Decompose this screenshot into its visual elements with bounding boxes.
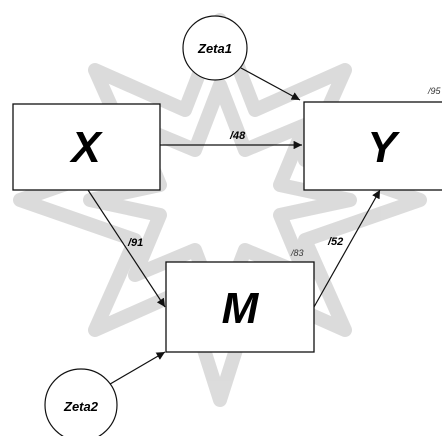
- node-x-label: X: [68, 123, 103, 172]
- coef-m-to-y: /52: [327, 236, 343, 248]
- node-zeta1: Zeta1: [182, 15, 248, 81]
- node-m: M /83: [165, 248, 315, 353]
- node-y: Y /95: [303, 86, 442, 191]
- node-zeta2: Zeta2: [44, 368, 118, 436]
- coef-x-to-y: /48: [229, 130, 246, 142]
- node-y-r2: /95: [427, 86, 442, 96]
- coef-x-to-m: /91: [127, 237, 143, 249]
- node-x: X: [12, 103, 161, 191]
- edge-m-to-y: [313, 189, 381, 308]
- edge-zeta2-to-m: [104, 351, 166, 388]
- node-m-label: M: [222, 284, 260, 333]
- node-m-r2: /83: [290, 248, 304, 258]
- edge-x-to-m: [87, 189, 166, 308]
- edge-zeta1-to-y: [240, 67, 301, 101]
- node-y-label: Y: [367, 123, 400, 172]
- node-zeta1-label: Zeta1: [197, 41, 232, 56]
- node-zeta2-label: Zeta2: [63, 399, 99, 414]
